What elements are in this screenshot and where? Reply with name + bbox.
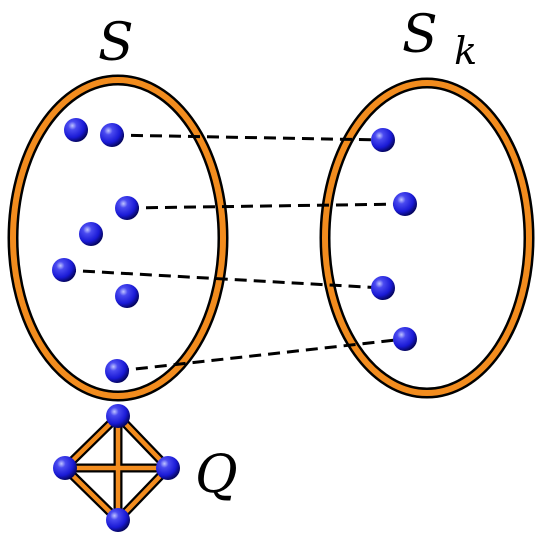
set-s-ellipse: [7, 74, 229, 402]
node: [115, 196, 139, 220]
mapping-line-3: [63, 268, 384, 290]
set-sk-label-subscript: k: [454, 29, 477, 73]
set-s-label: S: [98, 13, 134, 73]
graph-q-nodes: [53, 404, 180, 532]
node: [79, 222, 103, 246]
set-sk-label-base: S: [402, 5, 438, 65]
mapping-line-2: [126, 202, 406, 210]
graph-q-edges: [60, 411, 173, 525]
node: [106, 508, 130, 532]
mapping-line-4: [116, 337, 406, 373]
mapping-lines: [63, 133, 406, 373]
node: [105, 359, 129, 383]
node: [371, 276, 395, 300]
mapping-line-1: [111, 133, 384, 142]
set-sk-nodes: [371, 128, 417, 351]
node: [53, 456, 77, 480]
node: [393, 327, 417, 351]
node: [371, 128, 395, 152]
graph-q-label: Q: [195, 445, 238, 505]
node: [156, 456, 180, 480]
set-sk-ellipse: [319, 77, 535, 399]
node: [115, 284, 139, 308]
node: [52, 258, 76, 282]
set-sk-label: S k: [402, 5, 477, 73]
node: [393, 192, 417, 216]
set-s-nodes: [52, 118, 139, 383]
node: [100, 123, 124, 147]
node: [106, 404, 130, 428]
node: [64, 118, 88, 142]
